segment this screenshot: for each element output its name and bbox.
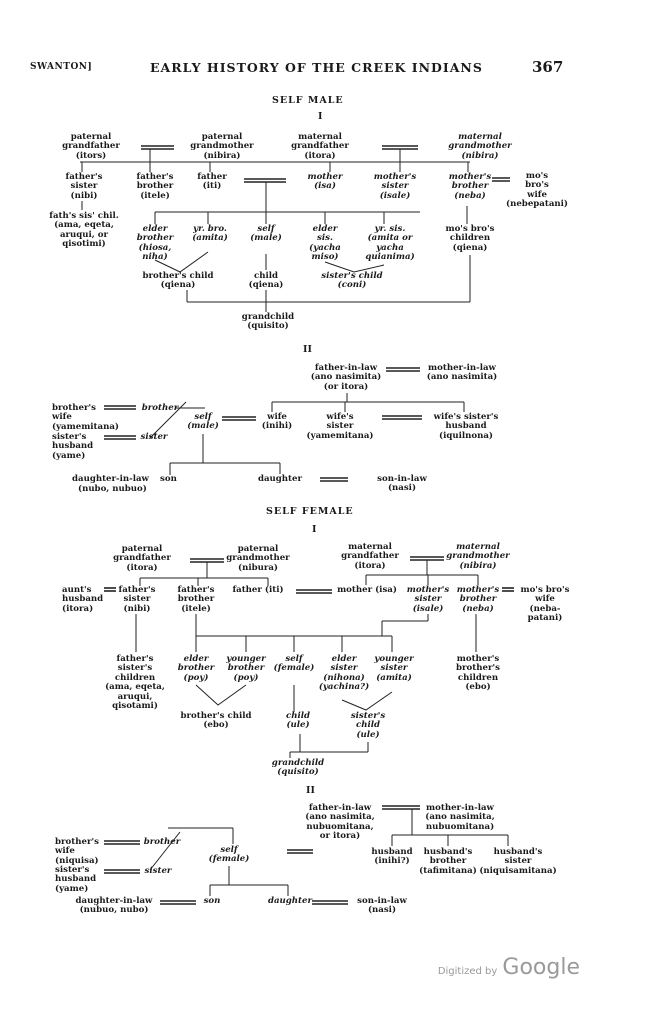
kin-mothers-brother: mother's brother (neba) — [456, 585, 500, 614]
kin-self-male: self (male) — [187, 412, 219, 432]
kin-sisters-husband: sister's husband (yame) — [52, 432, 94, 461]
kin-paternal-grandmother: paternal grandmother (nibira) — [190, 132, 254, 161]
kin-self-female: self (female) — [208, 845, 250, 865]
kin-brother: brother — [141, 403, 179, 413]
diagram-number: I — [318, 111, 323, 122]
kin-wifes-sister: wife's sister (yamemitana) — [306, 412, 374, 441]
kin-mothers-brothers-children: mo's bro's children (qiena) — [445, 224, 495, 253]
kin-fathers-brother: father's brother (itele) — [136, 172, 174, 201]
diagram-number: II — [303, 344, 312, 355]
kin-daughter: daughter — [267, 896, 313, 906]
kin-elder-brother: elder brother (poy) — [177, 654, 215, 683]
kin-maternal-grandmother: maternal grandmother (nibira) — [446, 542, 510, 571]
kin-daughter: daughter — [257, 474, 303, 484]
kin-son: son — [203, 896, 221, 906]
kin-father-in-law: father-in-law (ano nasimita, nubuomitana… — [305, 803, 375, 842]
kin-sisters-husband: sister's husband (yame) — [55, 865, 97, 894]
kin-fathers-sister: father's sister (nibi) — [118, 585, 156, 614]
kin-mothers-sister: mother's sister (isale) — [373, 172, 417, 201]
kin-sister: sister — [144, 866, 172, 876]
kin-younger-sister: yr. sis. (amita or yacha quianima) — [365, 224, 415, 263]
kin-fathers-brother: father's brother (itele) — [177, 585, 215, 614]
kin-younger-brother: yr. bro. (amita) — [192, 224, 228, 244]
kin-younger-sister: younger sister (amita) — [374, 654, 414, 683]
kin-self-female: self (female) — [273, 654, 315, 674]
kin-father: father (iti) — [197, 172, 227, 192]
running-head-author: SWANTON] — [30, 62, 93, 72]
kin-paternal-grandmother: paternal grandmother (nibura) — [226, 544, 290, 573]
kin-mother: mother (isa) — [307, 172, 343, 192]
page-number: 367 — [532, 58, 564, 76]
kin-younger-brother: younger brother (poy) — [226, 654, 266, 683]
kin-brother: brother — [143, 837, 181, 847]
kin-elder-sister: elder sister (nihona) (yachina?) — [318, 654, 370, 693]
kin-child: child (ule) — [285, 711, 311, 731]
watermark-prefix: Digitized by — [437, 966, 498, 977]
kin-brothers-child: brother's child (ebo) — [180, 711, 252, 731]
kin-daughter-in-law: daughter-in-law (nubuo, nubo) — [75, 896, 153, 916]
kin-elder-sister: elder sis. (yacha miso) — [309, 224, 341, 263]
kin-mothers-brothers-children: mother's brother's children (ebo) — [456, 654, 500, 693]
kin-mothers-sister: mother's sister (isale) — [406, 585, 450, 614]
google-logo: Google — [502, 955, 580, 980]
kin-paternal-grandfather: paternal grandfather (itors) — [62, 132, 120, 161]
kin-sister: sister — [140, 432, 168, 442]
kin-daughter-in-law: daughter-in-law — [72, 474, 149, 484]
section-heading-self-female: SELF FEMALE — [266, 506, 354, 517]
kin-grandchild: grandchild (quisito) — [241, 312, 295, 332]
kin-fathers-sister: father's sister (nibi) — [65, 172, 103, 201]
kin-mothers-brothers-wife: mo's bro's wife (nebepatani) — [506, 171, 568, 210]
kin-maternal-grandfather: maternal grandfather (itora) — [291, 132, 349, 161]
kin-son-in-law: son-in-law (nasi) — [357, 896, 407, 916]
kin-sisters-child: sister's child (ule) — [350, 711, 386, 740]
kin-mother: mother (isa) — [337, 585, 397, 595]
kin-husband: husband (inihi?) — [371, 847, 413, 867]
kin-mothers-brother: mother's brother (neba) — [448, 172, 492, 201]
kin-husbands-brother: husband's brother (tafimitana) — [419, 847, 477, 876]
kin-aunts-husband: aunt's husband (itora) — [62, 585, 104, 614]
kin-son: son — [160, 474, 177, 484]
kin-child: child (qiena) — [248, 271, 284, 291]
kin-son-in-law: son-in-law (nasi) — [377, 474, 427, 494]
kin-fathers-sisters-children: fath's sis' chil. (ama, eqeta, aruqui, o… — [49, 211, 119, 250]
kin-husbands-sister: husband's sister (niquisamitana) — [479, 847, 557, 876]
diagram-number: II — [306, 785, 315, 796]
kin-maternal-grandfather: maternal grandfather (itora) — [341, 542, 399, 571]
kin-maternal-grandmother: maternal grandmother (nibira) — [448, 132, 512, 161]
kin-mother-in-law: mother-in-law (ano nasimita, nubuomitana… — [425, 803, 495, 832]
digitized-by-google-watermark: Digitized by Google — [438, 955, 580, 980]
kin-brothers-child: brother's child (qiena) — [142, 271, 214, 291]
kin-wifes-sisters-husband: wife's sister's husband (iquilnona) — [433, 412, 499, 441]
running-head-title: EARLY HISTORY OF THE CREEK INDIANS — [150, 60, 483, 75]
kin-sisters-child: sister's child (coni) — [321, 271, 383, 291]
kin-paternal-grandfather: paternal grandfather (itora) — [113, 544, 171, 573]
diagram-number: I — [312, 524, 317, 535]
kin-mother-in-law: mother-in-law (ano nasimita) — [426, 363, 498, 383]
kin-brothers-wife: brother's wife (niquisa) — [55, 837, 99, 866]
kin-elder-brother: elder brother (hiosa, niha) — [136, 224, 174, 263]
kin-brothers-wife: brother's wife (yamemitana) — [52, 403, 119, 432]
kin-father-in-law: father-in-law (ano nasimita) (or itora) — [310, 363, 382, 392]
kin-mothers-brothers-wife: mo's bro's wife (neba- patani) — [520, 585, 570, 624]
kin-fathers-sisters-children: father's sister's children (ama, eqeta, … — [105, 654, 165, 712]
kin-wife: wife (inihi) — [261, 412, 293, 432]
section-heading-self-male: SELF MALE — [272, 95, 344, 106]
kin-daughter-in-law-term: (nubo, nubuo) — [78, 484, 147, 494]
kin-self-male: self (male) — [250, 224, 282, 244]
kin-father: father (iti) — [232, 585, 284, 595]
kin-grandchild: grandchild (quisito) — [271, 758, 325, 778]
